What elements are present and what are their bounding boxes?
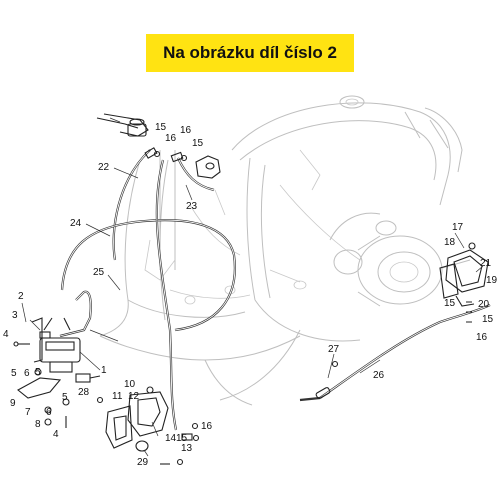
callout-12: 12 (128, 391, 140, 402)
callout-24: 24 (70, 218, 82, 229)
cable-adjuster (315, 360, 339, 399)
callout-16: 16 (201, 421, 213, 432)
callout-13: 13 (181, 443, 193, 454)
abs-bracket (17, 317, 62, 399)
brake-hose-24 (60, 219, 236, 332)
callout-15: 15 (482, 314, 494, 325)
hose-fittings (144, 147, 200, 442)
callout-4: 4 (53, 429, 59, 440)
callout-21: 21 (480, 258, 492, 269)
callout-16: 16 (476, 332, 488, 343)
callout-2: 2 (18, 291, 24, 302)
callout-18: 18 (444, 237, 456, 248)
callout-15: 15 (176, 433, 188, 444)
callout-leaders (21, 117, 484, 457)
callout-5: 5 (11, 368, 17, 379)
callout-7: 7 (25, 407, 31, 418)
brake-hose-front-down (155, 159, 178, 431)
callout-19: 19 (486, 275, 498, 286)
callout-1: 1 (101, 365, 107, 376)
callout-6: 6 (46, 407, 52, 418)
front-master-cylinder (96, 113, 149, 137)
callout-11: 11 (112, 391, 123, 402)
callout-5: 5 (35, 367, 41, 378)
callout-10: 10 (124, 379, 136, 390)
brake-hose-22 (112, 149, 151, 261)
callout-28: 28 (78, 387, 90, 398)
abs-modulator (39, 317, 81, 373)
callout-16: 16 (165, 133, 177, 144)
callout-15: 15 (155, 122, 167, 133)
callout-4: 4 (3, 329, 9, 340)
callout-26: 26 (373, 370, 385, 381)
callout-23: 23 (186, 201, 198, 212)
rear-brake-cable-26 (299, 304, 491, 402)
rear-brake-caliper (439, 242, 489, 307)
callout-25: 25 (93, 267, 105, 278)
callout-17: 17 (452, 222, 464, 233)
brake-hose-25 (59, 290, 92, 338)
callout-27: 27 (328, 344, 340, 355)
callout-22: 22 (98, 162, 110, 173)
rear-master-cylinder (195, 155, 221, 179)
callout-15: 15 (192, 138, 204, 149)
callout-29: 29 (137, 457, 149, 468)
callout-14: 14 (165, 433, 177, 444)
scooter-frame (99, 95, 471, 406)
sensor-connector (75, 373, 101, 383)
callout-15: 15 (444, 298, 456, 309)
part-number-banner: Na obrázku díl číslo 2 (146, 34, 354, 72)
callout-9: 9 (10, 398, 16, 409)
callout-8: 8 (35, 419, 41, 430)
brake-hose-23 (177, 157, 215, 192)
callout-20: 20 (478, 299, 490, 310)
callout-5: 5 (62, 392, 68, 403)
callout-labels: 1 2 3 4 4 5 5 5 6 6 7 8 9 10 11 12 13 14… (3, 122, 498, 468)
callout-6: 6 (24, 368, 30, 379)
front-brake-caliper (105, 386, 169, 452)
callout-3: 3 (12, 310, 18, 321)
screws (13, 301, 472, 466)
callout-16: 16 (180, 125, 192, 136)
